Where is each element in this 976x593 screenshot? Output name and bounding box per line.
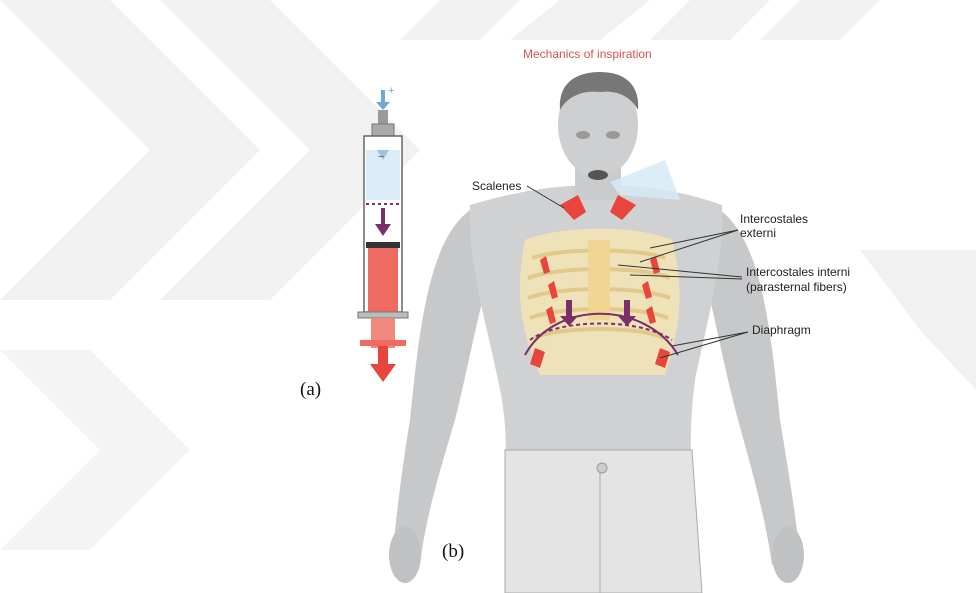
label-scalenes: Scalenes (472, 179, 521, 193)
panel-label-a: (a) (300, 379, 321, 401)
syringe-plus-sign: + (388, 84, 394, 98)
label-diaphragm: Diaphragm (752, 323, 811, 337)
label-intercostales-externi-line1: Intercostales (740, 212, 808, 226)
label-intercostales-interni-line2: (parasternal fibers) (746, 280, 847, 294)
label-intercostales-interni-line1: Intercostales interni (746, 265, 850, 279)
panel-label-b: (b) (442, 541, 464, 563)
syringe-minus-sign: − (378, 150, 384, 164)
figure-title: Mechanics of inspiration (523, 47, 652, 61)
human-figure (389, 72, 804, 593)
label-intercostales-externi-line2: externi (740, 226, 776, 240)
